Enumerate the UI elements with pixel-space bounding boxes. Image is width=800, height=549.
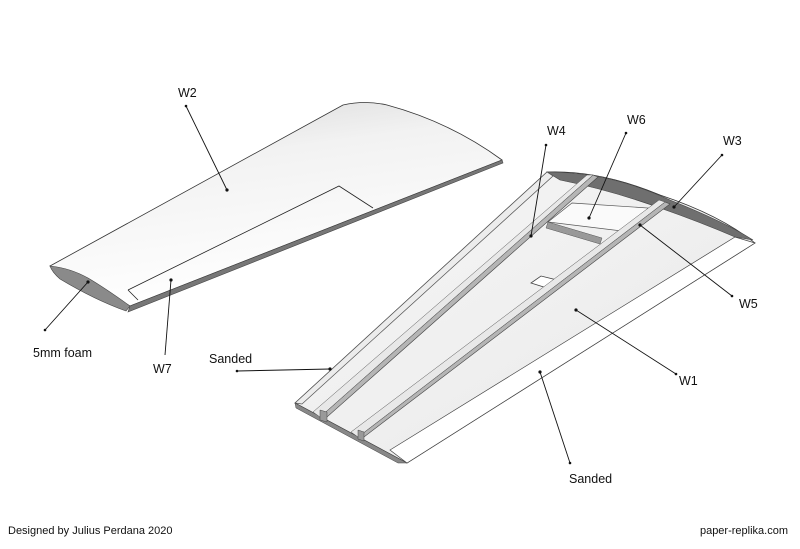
label-5mm-foam: 5mm foam	[33, 346, 92, 360]
site-name: paper-replika.com	[699, 525, 788, 537]
label-w5: W5	[739, 297, 758, 311]
right-wing	[294, 171, 756, 464]
label-w4: W4	[547, 124, 566, 138]
designer-credit: Designed by Julius Perdana 2020	[8, 525, 173, 537]
label-w3: W3	[723, 134, 742, 148]
label-sanded-left: Sanded	[209, 352, 252, 366]
sanded-trailing-strip	[389, 236, 756, 464]
right-wing-tip-rib	[545, 171, 754, 241]
left-wing	[49, 102, 504, 313]
label-w6: W6	[627, 113, 646, 127]
w7-panel-outline	[127, 185, 374, 291]
left-wing-top-skin	[49, 102, 503, 307]
left-wing-root-rib	[49, 265, 131, 312]
callouts	[43, 104, 734, 465]
label-sanded-right: Sanded	[569, 472, 612, 486]
label-w2: W2	[178, 86, 197, 100]
label-w1: W1	[679, 374, 698, 388]
label-w7: W7	[153, 362, 172, 376]
leading-edge-strip	[294, 171, 554, 405]
left-wing-trailing-edge	[127, 159, 504, 313]
w6-plate-edge	[545, 221, 603, 245]
